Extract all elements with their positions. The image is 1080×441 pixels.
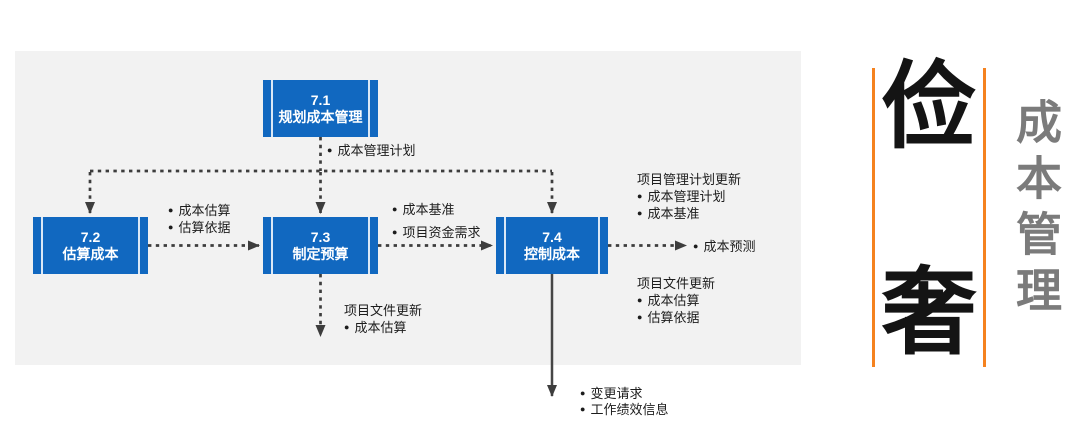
label-item: 工作绩效信息 [580, 402, 668, 418]
side-vertical-title: 成本管理 [1010, 98, 1062, 322]
process-box-7-3: 7.3 制定预算 [263, 217, 378, 274]
process-number: 7.4 [542, 228, 562, 245]
process-box-7-4: 7.4 控制成本 [496, 217, 608, 274]
label-item: 成本估算 [344, 319, 422, 336]
label-item: 估算依据 [168, 219, 230, 236]
label-cost-forecast: 成本预测 [693, 239, 755, 255]
label-control-outputs: 变更请求 工作绩效信息 [580, 386, 668, 417]
label-item: 项目资金需求 [392, 221, 480, 244]
label-item: 估算依据 [637, 309, 715, 326]
process-number: 7.3 [310, 228, 331, 245]
label-item: 成本预测 [693, 239, 755, 255]
process-title: 规划成本管理 [278, 108, 363, 125]
label-item: 成本估算 [637, 292, 715, 309]
label-item: 成本基准 [392, 198, 480, 221]
process-title: 估算成本 [62, 245, 119, 262]
side-big-char-jian: 俭 [881, 54, 977, 160]
accent-line-right [983, 68, 986, 367]
label-header: 项目文件更新 [637, 276, 716, 291]
label-estimate-outputs: 成本估算 估算依据 [168, 202, 230, 236]
label-doc-updates-right: 项目文件更新 成本估算 估算依据 [637, 276, 715, 326]
label-budget-outputs: 成本基准 项目资金需求 [392, 198, 480, 244]
label-item: 成本基准 [637, 205, 741, 222]
process-number: 7.2 [80, 228, 101, 245]
process-box-7-1: 7.1 规划成本管理 [263, 80, 378, 137]
label-item: 成本估算 [168, 202, 230, 219]
process-title: 制定预算 [292, 245, 349, 262]
label-doc-updates-bottom: 项目文件更新 成本估算 [344, 302, 422, 336]
process-title: 控制成本 [524, 245, 580, 262]
process-box-7-2: 7.2 估算成本 [33, 217, 148, 274]
side-big-char-she: 奢 [881, 260, 977, 366]
label-header: 项目管理计划更新 [637, 172, 742, 187]
label-pm-plan-updates: 项目管理计划更新 成本管理计划 成本基准 [637, 172, 741, 222]
label-cost-management-plan: 成本管理计划 [327, 143, 415, 159]
label-item: 变更请求 [580, 386, 668, 402]
process-number: 7.1 [310, 91, 331, 108]
accent-line-left [872, 68, 875, 367]
label-item: 成本管理计划 [637, 188, 741, 205]
label-header: 项目文件更新 [344, 303, 423, 318]
label-item: 成本管理计划 [327, 143, 415, 159]
